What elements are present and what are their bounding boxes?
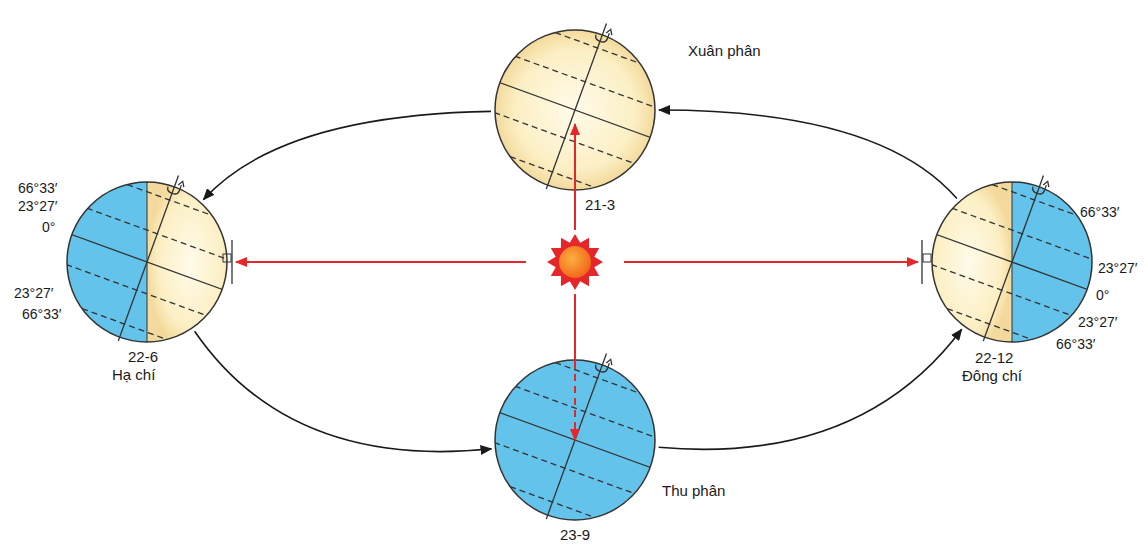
latitude-label: 66°33′ <box>18 180 57 196</box>
latitude-label: 66°33′ <box>22 306 61 322</box>
latitude-label: 23°27′ <box>18 198 57 214</box>
globe-node: Thu phân23-9 <box>495 360 655 520</box>
latitude-label: 66°33′ <box>1056 336 1095 352</box>
globe-node: Xuân phân21-3 <box>495 30 655 190</box>
orbit-arrow <box>659 329 962 449</box>
latitude-label: 23°27′ <box>1078 314 1117 330</box>
globe-winter <box>891 164 1133 360</box>
sun-ray-arrows <box>236 124 918 440</box>
date-label: Đông chí <box>962 368 1022 384</box>
latitude-label: 0° <box>42 219 55 235</box>
globe-autumn <box>454 342 696 538</box>
globe-summer <box>26 164 268 360</box>
latitude-label: 23°27′ <box>1098 260 1137 276</box>
globe-node: 22-6Hạ chí <box>67 182 227 342</box>
globe-node: 22-12Đông chí <box>932 182 1092 342</box>
latitude-label: 0° <box>1096 287 1109 303</box>
latitude-label: 23°27′ <box>14 285 53 301</box>
season-label: 22-6 <box>128 349 158 365</box>
orbit-arrow <box>203 111 491 199</box>
date-label: 21-3 <box>585 197 615 213</box>
date-label: Hạ chí <box>112 367 155 383</box>
season-label: Thu phân <box>662 483 725 499</box>
sun-symbol <box>547 234 603 290</box>
latitude-label: 66°33′ <box>1080 204 1119 220</box>
season-label: 22-12 <box>975 350 1013 366</box>
date-label: 23-9 <box>560 527 590 543</box>
season-label: Xuân phân <box>688 43 761 59</box>
orbit-arrow <box>659 110 957 199</box>
orbit-arrow <box>195 331 492 451</box>
